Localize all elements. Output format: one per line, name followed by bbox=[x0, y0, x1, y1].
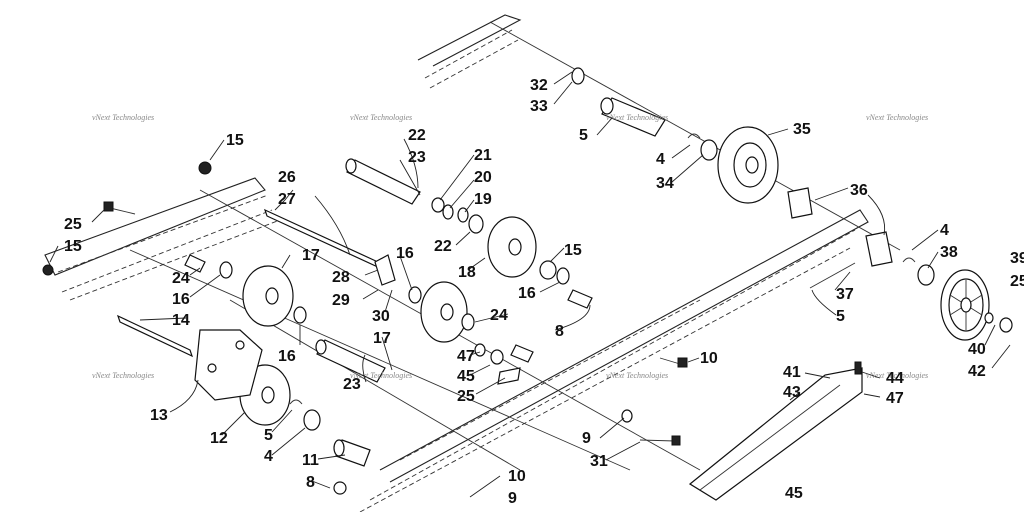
callout-label: 13 bbox=[150, 407, 168, 424]
callout-labels: 15 26 27 25 15 24 16 14 13 12 5 4 11 8 1… bbox=[64, 77, 1024, 507]
callout-label: 38 bbox=[940, 244, 958, 261]
callout-label: 35 bbox=[793, 121, 811, 138]
upper-rail bbox=[417, 14, 522, 89]
callout-label: 15 bbox=[564, 242, 582, 259]
callout-label: 29 bbox=[332, 292, 350, 309]
wheel-17-left bbox=[242, 265, 294, 327]
spacer-22-upper bbox=[345, 158, 421, 205]
wheel-17-center bbox=[420, 281, 468, 343]
callout-label: 34 bbox=[656, 175, 674, 192]
watermark-text: vNext Technologies bbox=[92, 371, 154, 380]
callout-label: 18 bbox=[458, 264, 476, 281]
callout-label: 16 bbox=[518, 285, 536, 302]
bracket-13 bbox=[194, 329, 263, 401]
callout-label: 4 bbox=[656, 151, 665, 168]
callout-label: 24 bbox=[172, 270, 190, 287]
callout-label: 22 bbox=[408, 127, 426, 144]
callout-label: 11 bbox=[302, 452, 319, 469]
callout-label: 24 bbox=[490, 307, 508, 324]
callout-label: 10 bbox=[508, 468, 526, 485]
wheel-34 bbox=[717, 126, 779, 204]
watermark-text: vNext Technologies bbox=[350, 371, 412, 380]
callout-label: 47 bbox=[886, 390, 904, 407]
bolts bbox=[103, 201, 856, 446]
callout-label: 45 bbox=[785, 485, 803, 502]
callout-label: 20 bbox=[474, 169, 492, 186]
callout-label: 14 bbox=[172, 312, 190, 329]
arm-41 bbox=[688, 361, 863, 501]
callout-label: 43 bbox=[783, 384, 801, 401]
bracket-45 bbox=[497, 367, 521, 385]
callout-label: 32 bbox=[530, 77, 548, 94]
spacer-33 bbox=[600, 97, 666, 137]
callout-label: 22 bbox=[434, 238, 452, 255]
callout-label: 21 bbox=[474, 147, 492, 164]
shaft-26 bbox=[263, 208, 382, 270]
wheel-38 bbox=[940, 269, 990, 341]
callout-label: 42 bbox=[968, 363, 986, 380]
spacer-24-left bbox=[184, 254, 206, 273]
callout-label: 33 bbox=[530, 98, 548, 115]
bracket-28 bbox=[374, 254, 396, 286]
callout-label: 5 bbox=[264, 427, 273, 444]
watermark-text: vNext Technologies bbox=[866, 113, 928, 122]
clips bbox=[289, 133, 916, 405]
callout-label: 19 bbox=[474, 191, 492, 208]
callout-label: 25 bbox=[1010, 273, 1024, 290]
leader-lines bbox=[49, 71, 1011, 498]
watermark-text: vNext Technologies bbox=[866, 371, 928, 380]
callout-label: 17 bbox=[373, 330, 391, 347]
callout-label: 8 bbox=[555, 323, 564, 340]
wheel-17-upper bbox=[487, 216, 537, 278]
callout-label: 5 bbox=[836, 308, 845, 325]
spacer-22-lower bbox=[315, 339, 386, 383]
callout-label: 10 bbox=[700, 350, 718, 367]
hub-35 bbox=[787, 187, 893, 267]
small-parts bbox=[42, 67, 1013, 495]
callout-label: 39 bbox=[1010, 250, 1024, 267]
callout-label: 16 bbox=[396, 245, 414, 262]
callout-label: 25 bbox=[64, 216, 82, 233]
callout-label: 26 bbox=[278, 169, 296, 186]
shaft-14 bbox=[116, 314, 194, 358]
callout-label: 16 bbox=[278, 348, 296, 365]
callout-label: 30 bbox=[372, 308, 390, 325]
callout-label: 4 bbox=[264, 448, 273, 465]
callout-label: 44 bbox=[886, 370, 904, 387]
callout-label: 9 bbox=[582, 430, 591, 447]
callout-label: 28 bbox=[332, 269, 350, 286]
callout-label: 9 bbox=[508, 490, 517, 507]
callout-label: 12 bbox=[210, 430, 228, 447]
callout-label: 8 bbox=[306, 474, 315, 491]
watermark-text: vNext Technologies bbox=[606, 113, 668, 122]
callout-label: 4 bbox=[940, 222, 949, 239]
watermark-text: vNext Technologies bbox=[92, 113, 154, 122]
callout-label: 27 bbox=[278, 191, 296, 208]
callout-label: 16 bbox=[172, 291, 190, 308]
callout-label: 41 bbox=[783, 364, 801, 381]
center-rail bbox=[359, 209, 869, 512]
callout-label: 31 bbox=[590, 453, 608, 470]
spacer-11 bbox=[333, 439, 371, 467]
callout-label: 23 bbox=[408, 149, 426, 166]
callout-label: 40 bbox=[968, 341, 986, 358]
callout-label: 47 bbox=[457, 348, 475, 365]
callout-label: 17 bbox=[302, 247, 320, 264]
callout-label: 23 bbox=[343, 376, 361, 393]
callout-label: 37 bbox=[836, 286, 854, 303]
callout-label: 36 bbox=[850, 182, 868, 199]
watermark-text: vNext Technologies bbox=[606, 371, 668, 380]
callout-label: 25 bbox=[457, 388, 475, 405]
watermarks: vNext Technologies vNext Technologies vN… bbox=[92, 113, 928, 380]
callout-label: 5 bbox=[579, 127, 588, 144]
callout-label: 15 bbox=[64, 238, 82, 255]
watermark-text: vNext Technologies bbox=[350, 113, 412, 122]
callout-label: 45 bbox=[457, 368, 475, 385]
spacer-24-right bbox=[510, 289, 593, 363]
callout-label: 15 bbox=[226, 132, 244, 149]
